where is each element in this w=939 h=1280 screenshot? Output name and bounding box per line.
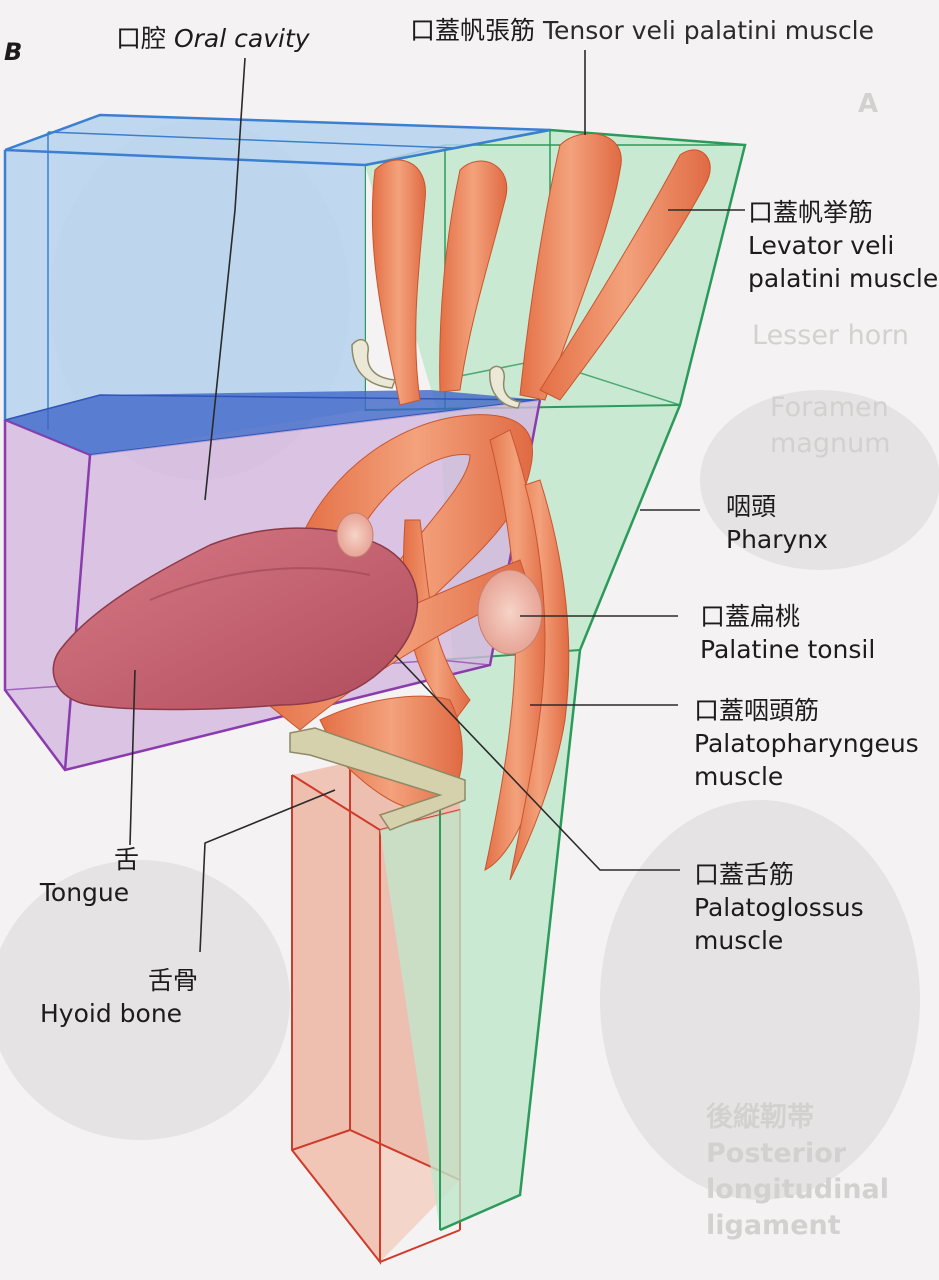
- leader-lines: [129, 50, 745, 953]
- label-hyoid-bone: 舌骨 Hyoid bone: [40, 966, 199, 1028]
- bg-foramen: Foramen: [770, 392, 889, 423]
- label-oral-cavity: 口腔 Oral cavity: [116, 24, 310, 53]
- bg-magnum: magnum: [770, 428, 891, 459]
- background-panel-label: A: [858, 89, 879, 119]
- label-tongue: 舌 Tongue: [39, 845, 140, 907]
- tensor-veli-palatini-muscle: [519, 133, 711, 401]
- label-tensor-veli-palatini: 口蓋帆張筋 Tensor veli palatini muscle: [410, 16, 875, 45]
- panel-label: B: [4, 38, 23, 66]
- label-palatine-tonsil: 口蓋扁桃 Palatine tonsil: [700, 602, 876, 664]
- oral-cavity-box: [3, 113, 551, 457]
- hyoid-bone: [289, 727, 466, 831]
- hamulus-hooks: [351, 338, 521, 409]
- tongue: [52, 527, 419, 711]
- bg-lesser-horn: Lesser horn: [752, 320, 909, 351]
- label-palatoglossus: 口蓋舌筋 Palatoglossus muscle: [694, 860, 864, 955]
- label-palatopharyngeus: 口蓋咽頭筋 Palatopharyngeus muscle: [694, 696, 919, 791]
- bg-posterior-ligament: 後縦靭帯 Posterior longitudinal ligament: [706, 1102, 890, 1241]
- label-pharynx: 咽頭 Pharynx: [726, 492, 828, 554]
- palatine-tonsil: [336, 512, 543, 655]
- levator-veli-palatini-muscle: [371, 159, 508, 406]
- label-levator-veli-palatini: 口蓋帆挙筋 Levator veli palatini muscle: [748, 198, 939, 293]
